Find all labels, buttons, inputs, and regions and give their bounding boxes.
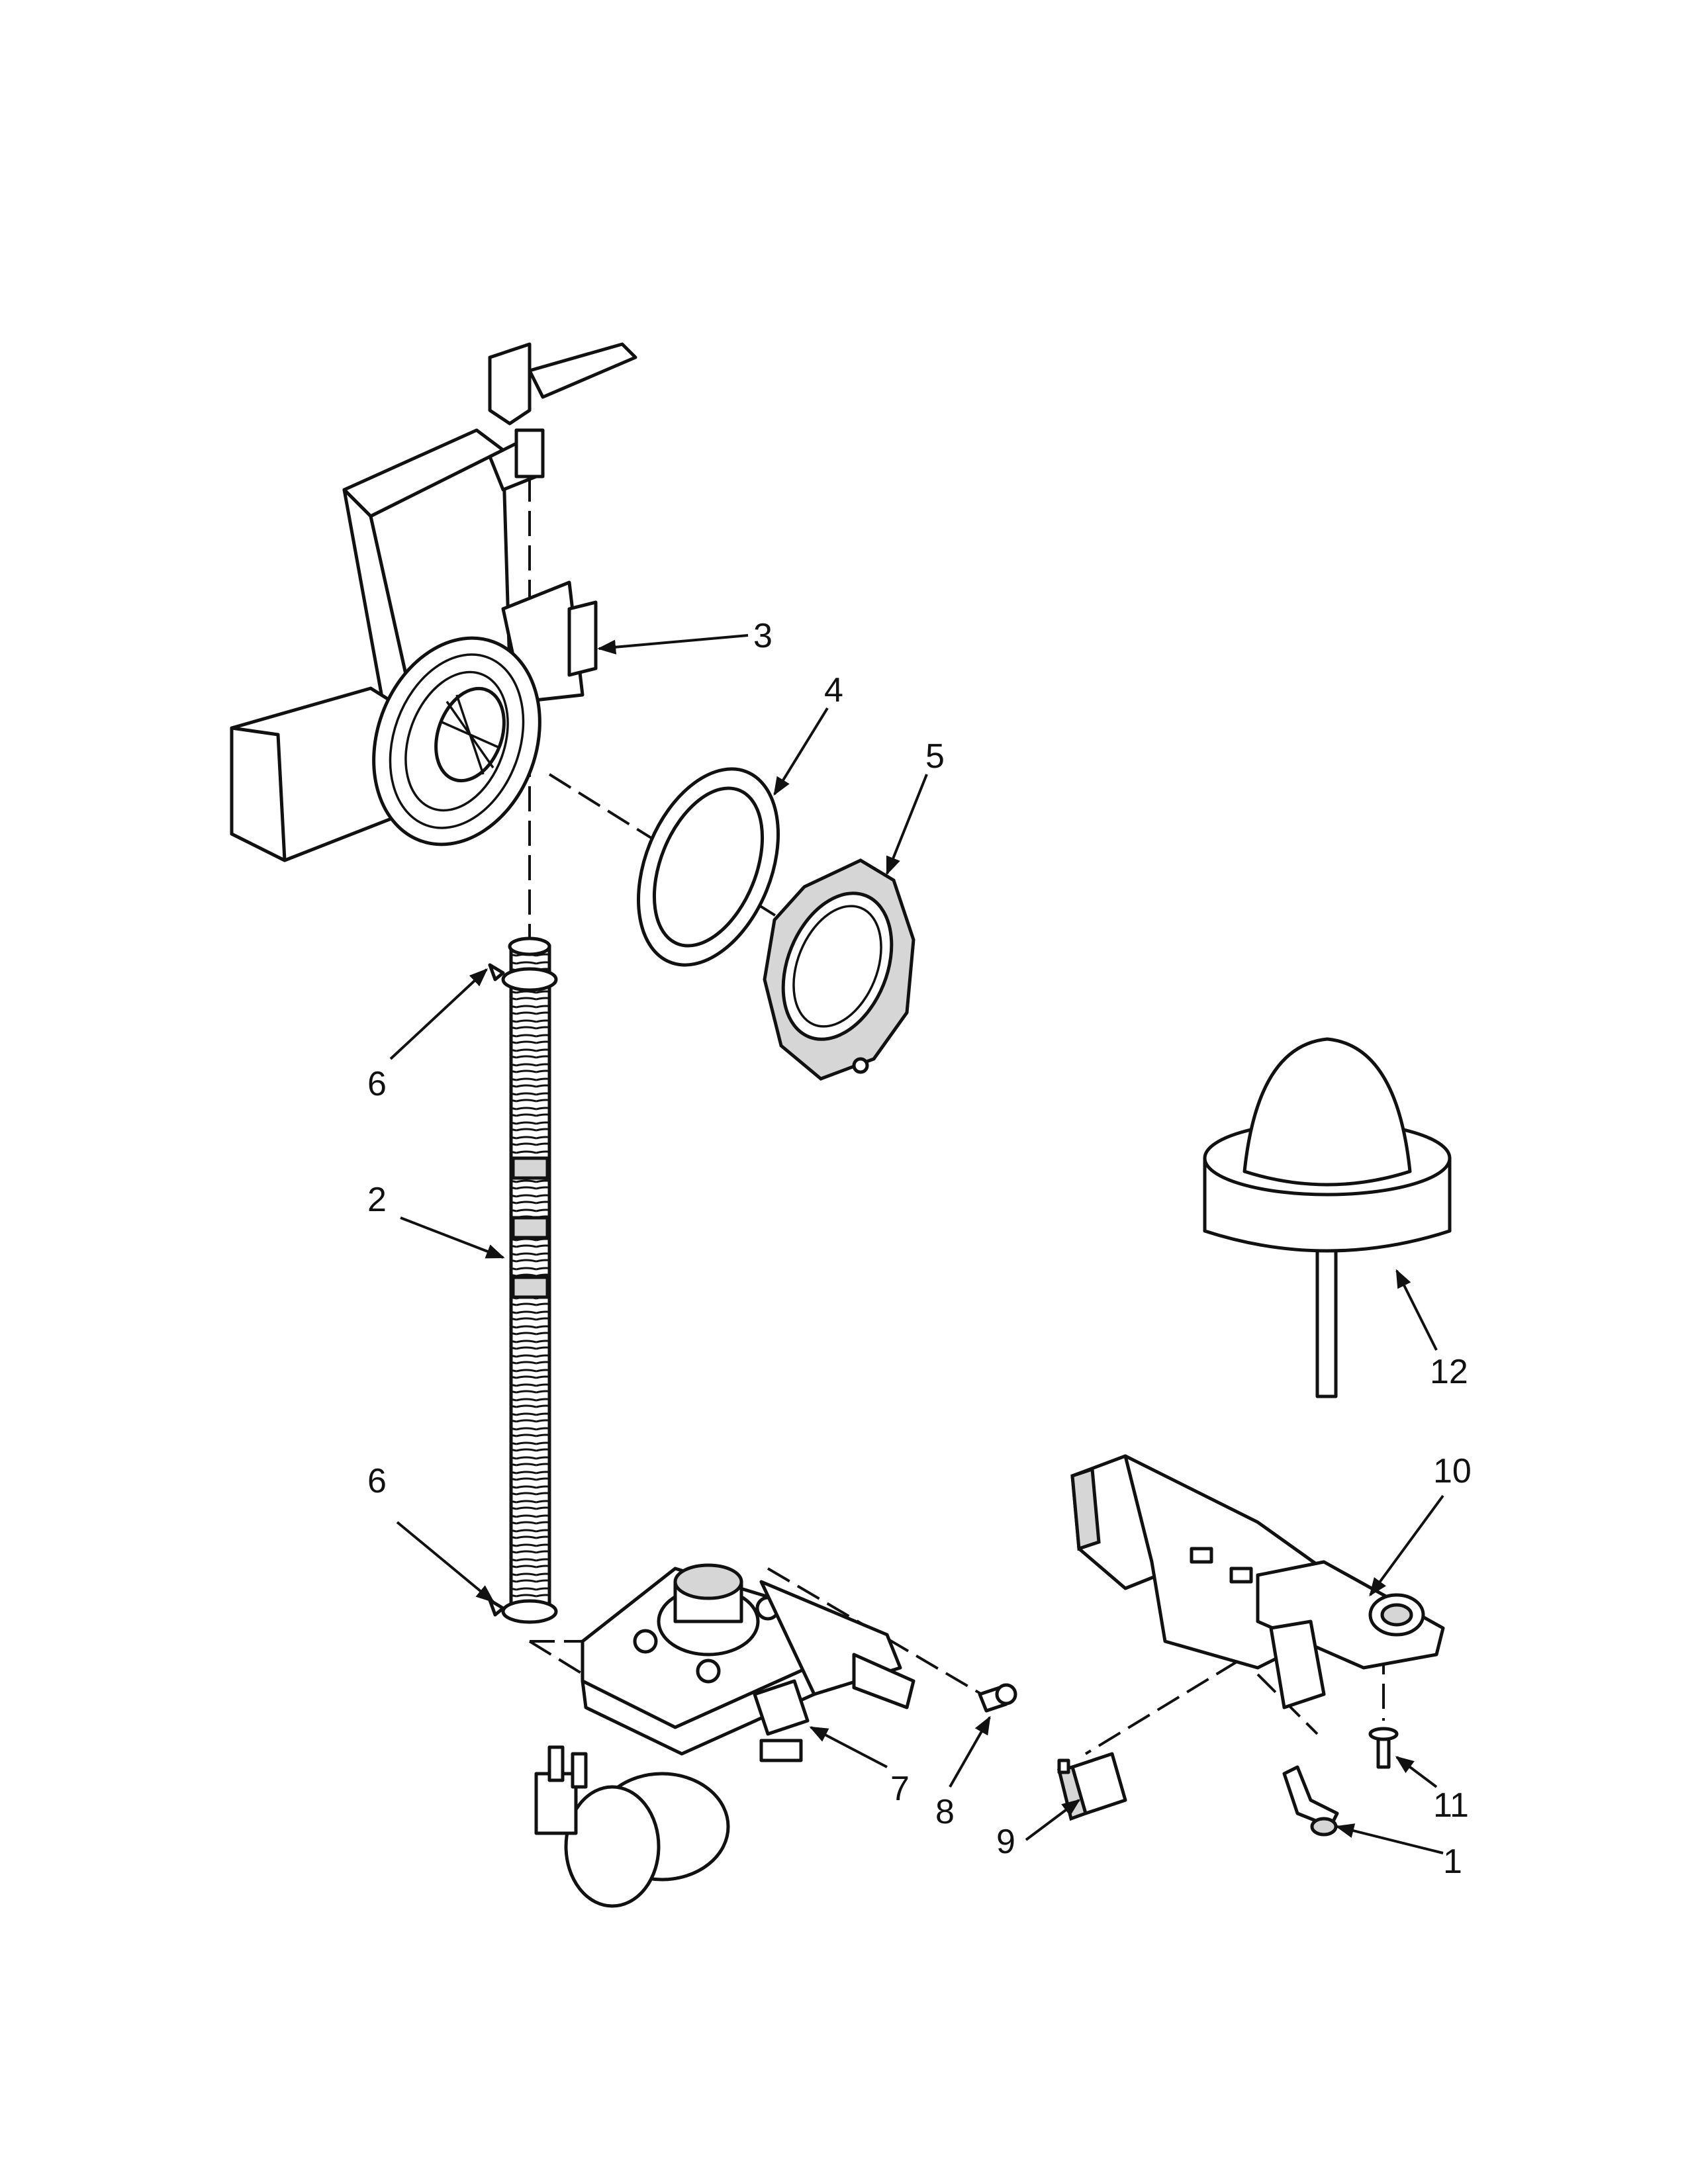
- part-7-water-valve: [534, 1563, 915, 1908]
- part-3-fill-assembly: [230, 342, 637, 862]
- leader-arrows: [389, 634, 1444, 1854]
- callout-8: 8: [935, 1793, 955, 1831]
- callout-3: 3: [753, 617, 773, 655]
- callout-7: 7: [890, 1770, 910, 1808]
- part-11-screw: [1368, 1727, 1399, 1769]
- callout-4: 4: [824, 671, 843, 709]
- part-1-lever: [1282, 1765, 1339, 1837]
- callout-2: 2: [367, 1181, 387, 1219]
- callout-6-bottom: 6: [367, 1462, 387, 1500]
- callout-10: 10: [1433, 1452, 1472, 1490]
- part-6-clamp-bottom: [488, 1598, 558, 1624]
- part-2-hose: [508, 936, 551, 1610]
- part-6-clamp-top: [488, 963, 558, 992]
- part-10-switch-bracket: [1070, 1454, 1445, 1709]
- part-4-gasket: [637, 767, 780, 967]
- part-8-screw: [978, 1683, 1017, 1713]
- part-5-nut: [763, 858, 915, 1081]
- callout-12: 12: [1430, 1353, 1468, 1391]
- callout-labels: 3 4 5 6 2 6 7 8 9 10 11 1 12: [367, 617, 1472, 1881]
- callout-5: 5: [925, 737, 945, 776]
- part-12-float: [1203, 1037, 1452, 1398]
- callout-9: 9: [996, 1823, 1015, 1861]
- callout-6-top: 6: [367, 1065, 387, 1103]
- callout-11: 11: [1433, 1786, 1469, 1825]
- callout-1: 1: [1443, 1843, 1462, 1881]
